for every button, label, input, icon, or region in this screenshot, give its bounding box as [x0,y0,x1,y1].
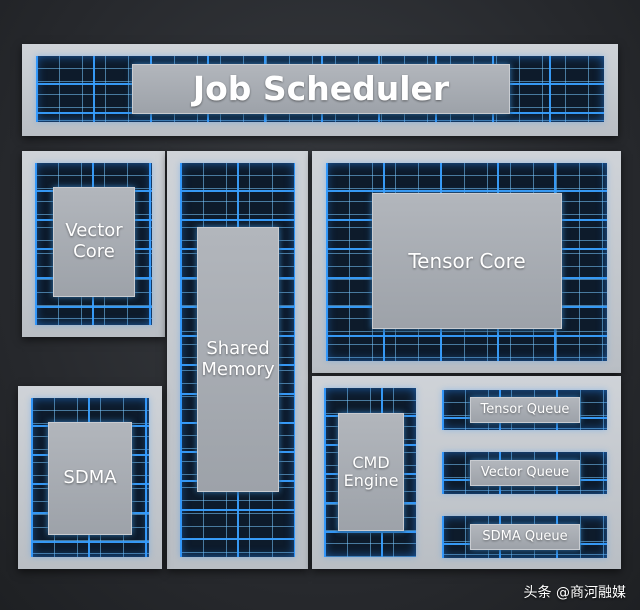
watermark: 头条 @商河融媒 [523,585,626,601]
sdma-block: SDMA [18,386,162,569]
job-scheduler-block: Job Scheduler [22,44,618,136]
job-scheduler-label: Job Scheduler [132,64,510,114]
tensor-core-block: Tensor Core [312,151,621,373]
vector-core-label: Vector Core [53,187,135,297]
sdma-queue-label: SDMA Queue [470,524,580,550]
shared-memory-label: Shared Memory [197,227,279,492]
vector-queue-label: Vector Queue [470,460,580,486]
cmd-engine-block: CMD Engine Tensor Queue Vector Queue SDM… [312,376,621,569]
cmd-engine-label: CMD Engine [338,413,404,531]
tensor-queue-circuit [442,390,607,430]
tensor-queue-label: Tensor Queue [470,397,580,423]
vector-core-block: Vector Core [22,151,165,337]
tensor-core-label: Tensor Core [372,193,562,329]
sdma-label: SDMA [48,422,132,535]
shared-memory-block: Shared Memory [167,151,308,569]
